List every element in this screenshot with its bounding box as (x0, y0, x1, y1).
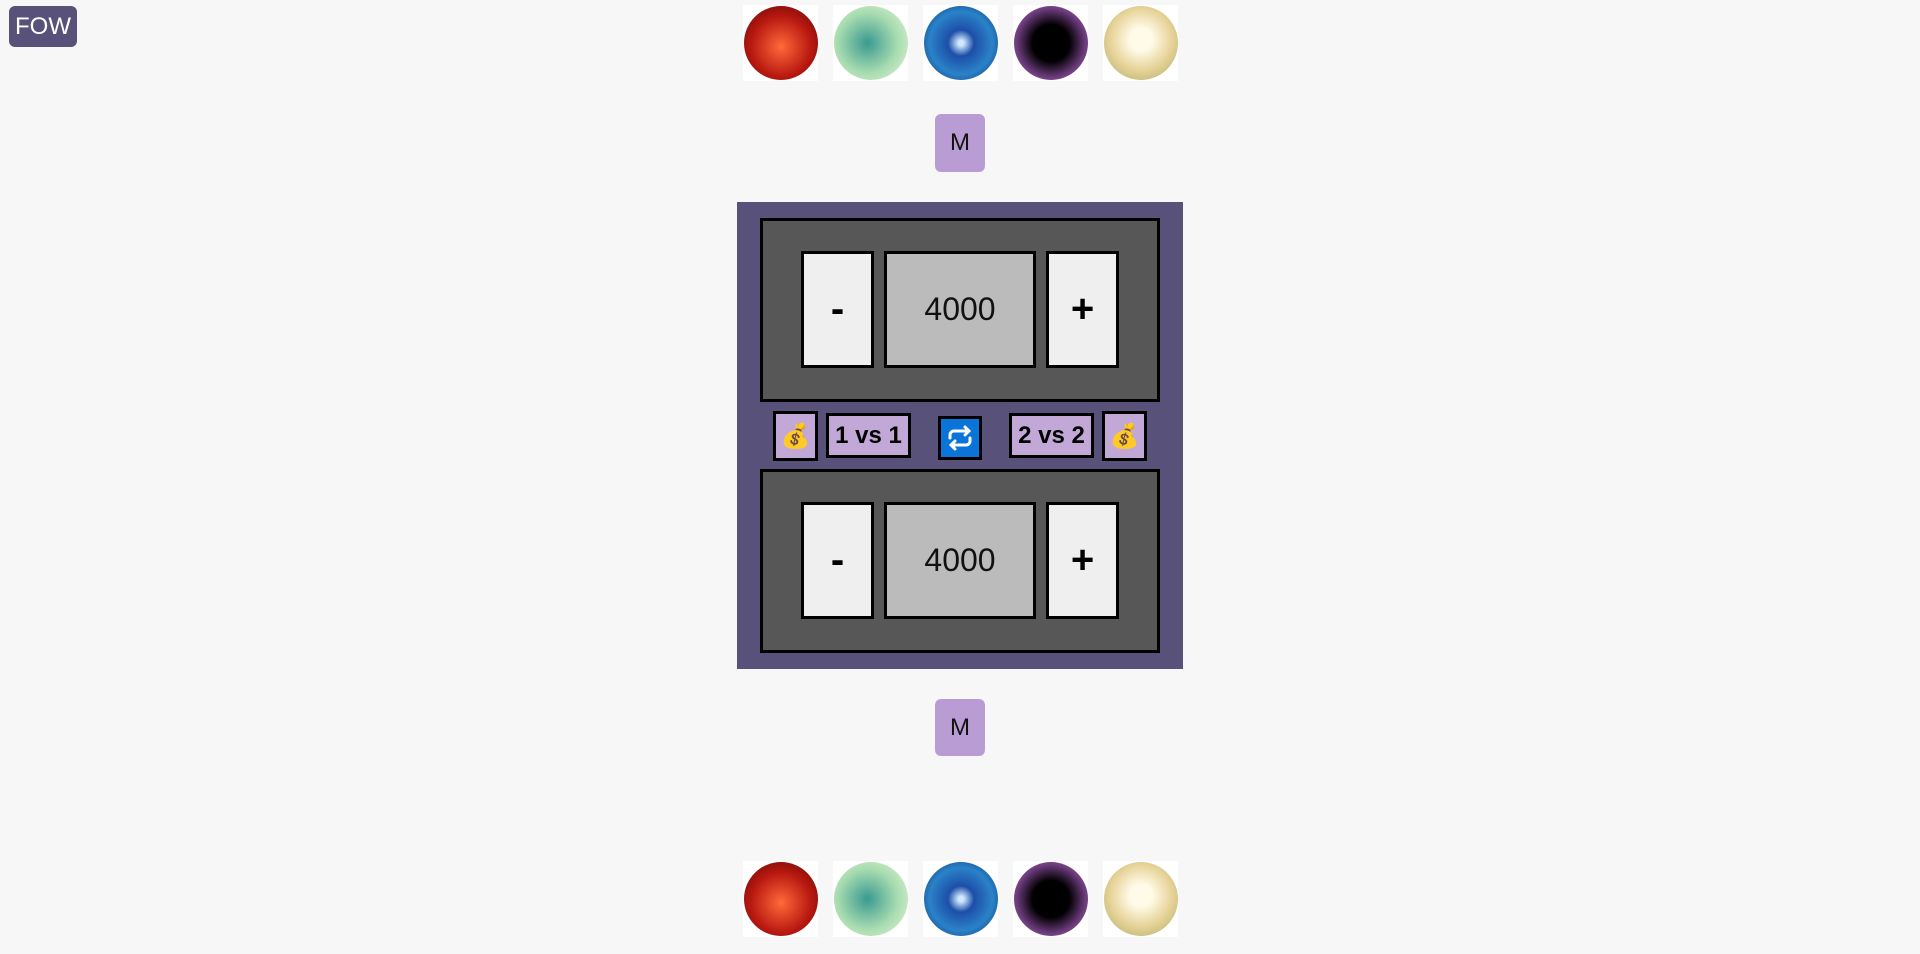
bottom-minus-button[interactable]: - (801, 502, 874, 619)
light-orb-icon[interactable] (1103, 5, 1178, 81)
bottom-plus-button[interactable]: + (1046, 502, 1119, 619)
bottom-orb-row (743, 861, 1178, 937)
mode-1v1-button[interactable]: 1 vs 1 (826, 413, 911, 458)
bottom-menu-button[interactable]: M (935, 699, 985, 756)
fow-button[interactable]: FOW (9, 6, 77, 47)
top-player-box: - 4000 + (760, 218, 1160, 402)
darkness-orb-icon[interactable] (1013, 5, 1088, 81)
swap-button[interactable] (938, 416, 982, 460)
money-bag-icon: 💰 (1109, 422, 1140, 450)
bottom-money-button[interactable]: 💰 (1102, 411, 1147, 461)
wind-orb-icon[interactable] (833, 861, 908, 937)
money-bag-icon: 💰 (780, 422, 811, 450)
wind-orb-icon[interactable] (833, 5, 908, 81)
top-life-value: 4000 (884, 251, 1036, 368)
top-minus-button[interactable]: - (801, 251, 874, 368)
bottom-life-value: 4000 (884, 502, 1036, 619)
top-menu-button[interactable]: M (935, 114, 985, 172)
mode-2v2-button[interactable]: 2 vs 2 (1009, 413, 1094, 458)
top-plus-button[interactable]: + (1046, 251, 1119, 368)
water-orb-icon[interactable] (923, 5, 998, 81)
fire-orb-icon[interactable] (743, 5, 818, 81)
water-orb-icon[interactable] (923, 861, 998, 937)
bottom-player-box: - 4000 + (760, 469, 1160, 653)
life-counter-panel: - 4000 + 💰 1 vs 1 2 vs 2 💰 - 4000 + (737, 202, 1183, 669)
light-orb-icon[interactable] (1103, 861, 1178, 937)
fire-orb-icon[interactable] (743, 861, 818, 937)
top-money-button[interactable]: 💰 (773, 411, 818, 461)
top-orb-row (743, 5, 1178, 81)
darkness-orb-icon[interactable] (1013, 861, 1088, 937)
swap-icon (948, 425, 972, 451)
